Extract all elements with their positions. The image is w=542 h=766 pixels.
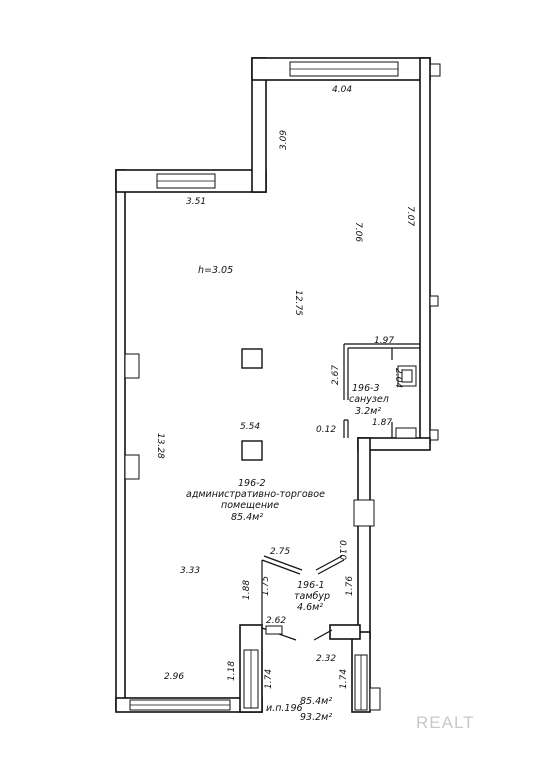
dim-2-67: 2.67 bbox=[331, 365, 341, 385]
dim-2-62: 2.62 bbox=[266, 616, 286, 626]
room-main-name-line2: помещение bbox=[221, 500, 279, 511]
dim-2-04: 2.04 bbox=[393, 368, 403, 388]
dim-1-76: 1.76 bbox=[345, 576, 355, 596]
dim-4-04: 4.04 bbox=[332, 85, 352, 95]
interior bbox=[124, 343, 420, 641]
totals-label: и.п.196 bbox=[266, 703, 303, 714]
dim-13-28: 13.28 bbox=[155, 433, 165, 459]
tambur-door-left bbox=[261, 559, 301, 575]
room-sanuzel-number: 196-3 bbox=[352, 383, 380, 394]
totals: и.п.196 85.4м² 93.2м² bbox=[266, 696, 332, 723]
left-wall bbox=[115, 169, 126, 711]
dim-1-18: 1.18 bbox=[227, 661, 237, 681]
dim-2-32: 2.32 bbox=[316, 654, 336, 664]
dim-1-74-left: 1.74 bbox=[264, 669, 274, 689]
sink-fixture bbox=[395, 427, 417, 439]
wall-notch-top bbox=[429, 63, 441, 77]
dim-1-88: 1.88 bbox=[242, 580, 252, 600]
dim-7-07: 7.07 bbox=[405, 206, 415, 226]
dim-1-75: 1.75 bbox=[261, 576, 271, 596]
totals-area-alt: 93.2м² bbox=[300, 712, 332, 723]
room-sanuzel-area: 3.2м² bbox=[355, 406, 381, 417]
dim-1-74-right: 1.74 bbox=[339, 669, 349, 689]
column-2 bbox=[241, 440, 263, 461]
room-main-area: 85.4м² bbox=[231, 512, 263, 523]
dim-2-96: 2.96 bbox=[164, 672, 184, 682]
dimensions: 4.04 3.09 3.51 7.06 7.07 h=3.05 12.75 1.… bbox=[155, 85, 415, 689]
tambur-door-right bbox=[317, 559, 345, 575]
room-sanuzel-name: санузел bbox=[349, 394, 389, 405]
wall-notch-low bbox=[429, 429, 439, 441]
dim-0-12: 0.12 bbox=[316, 425, 336, 435]
dim-3-51: 3.51 bbox=[186, 197, 206, 207]
column-1 bbox=[241, 348, 263, 369]
outer-walls bbox=[115, 57, 441, 713]
niche-upper bbox=[124, 353, 140, 379]
tambur-door-right-b bbox=[315, 555, 343, 571]
dim-2-75: 2.75 bbox=[270, 547, 290, 557]
right-wall-lower bbox=[357, 437, 371, 639]
entrance-pier-right bbox=[329, 624, 361, 640]
dim-0-10: 0.10 bbox=[337, 540, 347, 560]
column-right bbox=[353, 499, 375, 527]
sanuzel-partition-top bbox=[343, 343, 420, 400]
dim-3-33: 3.33 bbox=[180, 566, 200, 576]
room-tambur-name: тамбур bbox=[294, 591, 330, 602]
dim-3-09: 3.09 bbox=[279, 130, 289, 150]
niche-lower bbox=[124, 454, 140, 480]
ceiling-height: h=3.05 bbox=[198, 265, 233, 276]
totals-area: 85.4м² bbox=[300, 696, 332, 707]
room-labels: 196-3 санузел 3.2м² 196-2 административн… bbox=[186, 383, 389, 613]
room-tambur-area: 4.6м² bbox=[297, 602, 323, 613]
dim-7-06: 7.06 bbox=[353, 222, 363, 242]
sanuzel-partition-low bbox=[343, 419, 349, 438]
right-wall-upper bbox=[419, 57, 431, 444]
tambur-jamb-left bbox=[265, 625, 283, 635]
watermark-realt: REALT bbox=[416, 713, 475, 732]
dim-5-54: 5.54 bbox=[240, 422, 260, 432]
room-main-name-line1: административно-торговое bbox=[186, 489, 325, 500]
dim-1-97: 1.97 bbox=[374, 336, 394, 346]
wall-notch-bottom bbox=[369, 687, 381, 711]
room-main-number: 196-2 bbox=[238, 478, 266, 489]
wall-notch-mid bbox=[429, 295, 439, 307]
tambur-door-left-b bbox=[263, 555, 303, 571]
room-tambur-number: 196-1 bbox=[297, 580, 325, 591]
tambur-door-lower-right bbox=[313, 629, 333, 641]
dim-12-75: 12.75 bbox=[293, 290, 303, 316]
toilet-fixture-inner bbox=[401, 369, 413, 383]
dim-1-87: 1.87 bbox=[372, 418, 392, 428]
